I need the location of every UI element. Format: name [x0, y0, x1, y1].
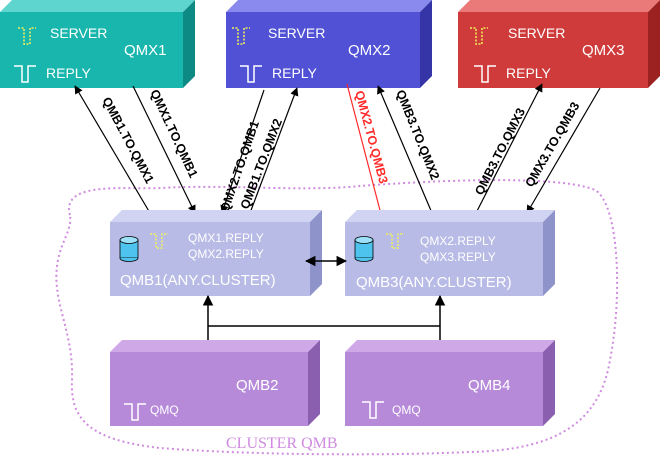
repository-cylinder-icon [354, 236, 374, 262]
channel-label: QMB1.TO.QMX1 [99, 95, 156, 186]
queue-icon [386, 233, 404, 249]
channel-arrow [526, 87, 601, 214]
queue-label: QMQ [150, 403, 179, 417]
server-queue-icon [470, 27, 488, 45]
reply-queue-icon [14, 65, 36, 83]
queue-label: QMX3.REPLY [420, 250, 496, 264]
channel-arrow [220, 89, 265, 214]
channel-label-highlighted: QMX2.TO.QMB3 [352, 89, 390, 185]
channel-arrow-highlighted [346, 83, 385, 219]
qmx2-box: SERVER QMX2 REPLY [226, 0, 432, 88]
qmb1-box: QMX1.REPLY QMX2.REPLY QMB1(ANY.CLUSTER) [110, 210, 322, 296]
channel-label: QMB3.TO.QMX3 [472, 106, 528, 198]
qm-name: QMX1 [124, 42, 167, 59]
channel-arrow [377, 85, 433, 214]
channel-arrows [74, 83, 601, 219]
qmx3-box: SERVER QMX3 REPLY [458, 0, 660, 88]
channel-arrow [475, 83, 543, 214]
reply-label: REPLY [506, 65, 552, 81]
qm-name: QMB1(ANY.CLUSTER) [120, 272, 276, 289]
queue-label: QMX2.REPLY [188, 247, 264, 261]
channel-arrow [74, 85, 151, 214]
queue-icon [124, 403, 146, 421]
queue-label: QMQ [392, 403, 421, 417]
qm-name: QMX3 [582, 42, 625, 59]
qmb3-box: QMX2.REPLY QMX3.REPLY QMB3(ANY.CLUSTER) [345, 210, 555, 296]
channel-arrow [249, 87, 299, 214]
qmb4-box: QMB4 QMQ [345, 340, 555, 426]
channel-label: QMX1.TO.QMB1 [147, 87, 200, 180]
qm-name: QMB3(ANY.CLUSTER) [356, 274, 512, 291]
channel-arrow [132, 85, 196, 214]
server-label: SERVER [50, 25, 107, 41]
qmb2-box: QMB2 QMQ [110, 340, 320, 426]
queue-icon [362, 401, 384, 419]
server-queue-icon [18, 27, 36, 45]
qm-name: QMB4 [468, 377, 511, 394]
repository-cylinder-icon [119, 236, 139, 262]
reply-label: REPLY [46, 65, 92, 81]
queue-label: QMX2.REPLY [420, 234, 496, 248]
reply-queue-icon [240, 65, 262, 83]
channel-label: QMX3.TO.QMB3 [522, 100, 582, 190]
queue-icon [150, 233, 168, 249]
channel-label: QMB3.TO.QMX2 [393, 88, 442, 182]
server-label: SERVER [508, 25, 565, 41]
qmx1-box: SERVER QMX1 REPLY [0, 0, 195, 88]
server-label: SERVER [268, 25, 325, 41]
reply-label: REPLY [272, 65, 318, 81]
qm-name: QMB2 [236, 377, 279, 394]
server-queue-icon [232, 27, 250, 45]
queue-label: QMX1.REPLY [188, 231, 264, 245]
qm-name: QMX2 [348, 42, 391, 59]
reply-queue-icon [474, 65, 496, 83]
cluster-label: CLUSTER QMB [226, 435, 338, 452]
cluster-boundary [55, 179, 619, 456]
channel-labels: QMB1.TO.QMX1 QMX1.TO.QMB1 QMX2.TO.QMB1 Q… [99, 87, 582, 214]
